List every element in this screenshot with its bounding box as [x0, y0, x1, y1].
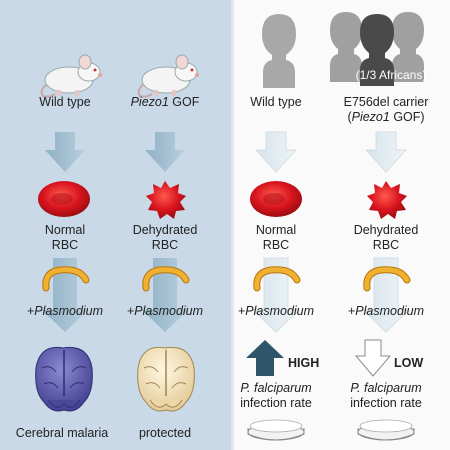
mouse-gof-label: Piezo1 GOF: [130, 95, 200, 109]
arrow-mouse-gof-1: [145, 132, 185, 172]
mouse-wild-type-label: Wild type: [39, 95, 91, 109]
plasmodium-label-1: +Plasmodium: [26, 304, 104, 318]
cerebral-malaria-label: Cerebral malaria: [15, 426, 109, 440]
high-label: HIGH: [288, 356, 320, 370]
petri-dish-wt-icon: [247, 419, 305, 441]
panel-divider: [231, 0, 233, 450]
high-arrow-up-icon: [246, 340, 284, 376]
brain-protected-icon: [137, 346, 195, 412]
rbc-normal-human-icon: [250, 181, 302, 217]
plasmodium-label-2: +Plasmodium: [126, 304, 204, 318]
human-wild-type-label: Wild type: [250, 95, 302, 109]
rbc-dehydrated-mouse-icon: [146, 181, 186, 219]
arrow-human-carrier-2: [362, 257, 410, 333]
plasmodium-label-3: +Plasmodium: [237, 304, 315, 318]
rbc-normal-mouse-icon: [38, 181, 90, 217]
population-note: (1/3 Africans): [355, 68, 427, 82]
plasmodium-icon-3: [253, 266, 301, 292]
arrow-human-carrier-1: [365, 131, 407, 173]
low-label: LOW: [394, 356, 424, 370]
brain-cerebral-malaria-icon: [35, 346, 93, 412]
mouse-wild-type-icon: [40, 54, 102, 98]
protected-label: protected: [138, 426, 192, 440]
human-carrier-group-icon: [330, 12, 424, 86]
plasmodium-label-4: +Plasmodium: [347, 304, 425, 318]
mouse-gof-icon: [137, 54, 199, 98]
rbc-dehydrated-human-icon: [367, 181, 407, 219]
petri-dish-carrier-icon: [357, 419, 415, 441]
arrow-human-wt-1: [255, 131, 297, 173]
arrow-human-wt-2: [252, 257, 300, 333]
plasmodium-icon-1: [42, 266, 90, 292]
arrow-mouse-wt-2: [42, 258, 88, 332]
plasmodium-icon-4: [363, 266, 411, 292]
low-arrow-down-icon: [354, 339, 392, 377]
human-wild-type-icon: [262, 14, 296, 88]
arrow-mouse-gof-2: [142, 258, 188, 332]
arrow-mouse-wt-1: [45, 132, 85, 172]
human-carrier-label: E756del carrier (Piezo1 GOF): [343, 95, 429, 124]
plasmodium-icon-2: [142, 266, 190, 292]
